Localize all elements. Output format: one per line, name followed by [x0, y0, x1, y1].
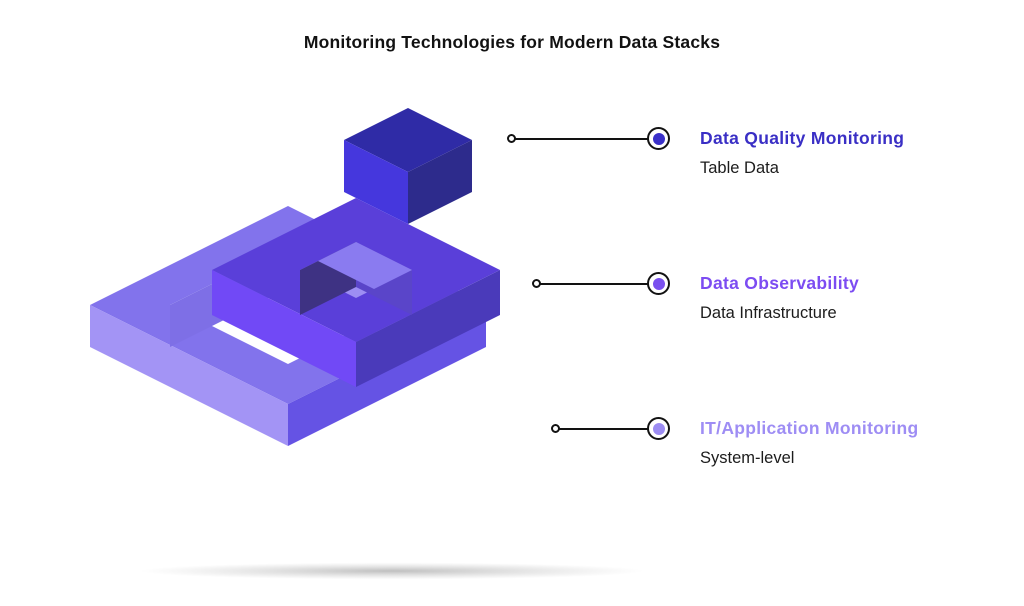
- cube-left-face: [344, 140, 408, 224]
- callout-connector-data-observability: [532, 272, 670, 295]
- callout-title: IT/Application Monitoring: [700, 418, 919, 438]
- light-ring-left-face: [90, 305, 288, 446]
- page-title: Monitoring Technologies for Modern Data …: [303, 32, 721, 52]
- connector-dot: [652, 277, 665, 290]
- callout-connector-it-application: [551, 417, 670, 440]
- callout-subtitle: Data Infrastructure: [700, 304, 837, 322]
- connector-dot: [652, 132, 665, 145]
- callout-subtitle: Table Data: [700, 159, 779, 177]
- purple-ring-left-face: [212, 270, 356, 387]
- callout-subtitle: System-level: [700, 449, 795, 467]
- connector-line: [540, 282, 648, 285]
- purple-ring: [212, 198, 500, 387]
- connector-end-circle: [647, 272, 670, 295]
- purple-ring-front-face: [356, 270, 500, 387]
- ground-shadow: [140, 562, 644, 580]
- connector-line: [515, 137, 648, 140]
- connector-dot: [652, 422, 665, 435]
- connector-end-circle: [647, 417, 670, 440]
- callout-title: Data Quality Monitoring: [700, 128, 905, 148]
- callout-title: Data Observability: [700, 273, 860, 293]
- cube-right-face: [408, 140, 472, 224]
- cube: [344, 108, 472, 224]
- callout-data-quality-monitoring: Data Quality Monitoring Table Data: [700, 128, 1020, 178]
- connector-line: [559, 427, 648, 430]
- callout-data-observability: Data Observability Data Infrastructure: [700, 273, 1020, 323]
- callout-it-application-monitoring: IT/Application Monitoring System-level: [700, 418, 1020, 468]
- connector-end-circle: [647, 127, 670, 150]
- callout-connector-data-quality: [507, 127, 670, 150]
